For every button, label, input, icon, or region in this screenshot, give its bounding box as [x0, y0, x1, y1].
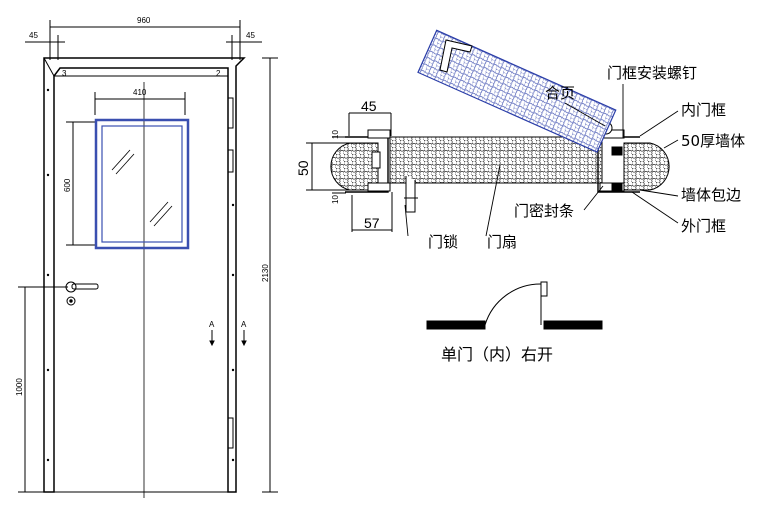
gap-left-label: 3 [62, 69, 67, 78]
label-wall-edging: 墙体包边 [681, 186, 741, 204]
frame-left-label: 45 [29, 31, 38, 40]
frame-right-label: 45 [246, 31, 255, 40]
section-marker-right: A [241, 320, 247, 329]
gap-right-label: 2 [216, 69, 221, 78]
elevation-dimensions: 960 45 45 3 2 410 600 2130 1000 A A [15, 16, 270, 396]
overall-height-label: 2130 [261, 264, 270, 282]
dim-10-bottom-label: 10 [331, 195, 340, 204]
label-leaf: 门扇 [487, 233, 517, 251]
door-section [306, 29, 679, 237]
door-handle-rose [65, 281, 77, 293]
section-labels: 合页 门框安装螺钉 内门框 50厚墙体 墙体包边 外门框 门密封条 门锁 门扇 [428, 64, 745, 251]
label-seal: 门密封条 [514, 202, 574, 220]
wall-right [623, 142, 670, 191]
wall-segment-right [543, 320, 603, 330]
label-outer-frame: 外门框 [681, 217, 726, 235]
overall-width-label: 960 [137, 16, 151, 25]
window-width-label: 410 [133, 88, 147, 97]
label-inner-frame: 内门框 [681, 101, 726, 119]
label-lock: 门锁 [428, 233, 458, 251]
keyhole-icon [66, 296, 76, 306]
dim-45-label: 45 [361, 98, 377, 114]
dim-50-label: 50 [295, 160, 311, 176]
section-dimensions: 45 10 50 10 57 [295, 98, 380, 231]
door-elevation [18, 20, 278, 498]
label-hinge: 合页 [545, 84, 575, 102]
plan-caption: 单门（内）右开 [441, 345, 553, 364]
swing-arc [484, 283, 542, 326]
label-frame-screw: 门框安装螺钉 [607, 64, 697, 82]
lock-handle [405, 176, 416, 213]
hinge-bottom [227, 417, 234, 449]
hinge-top [227, 97, 234, 129]
hinge-mid [227, 149, 234, 173]
door-handle [71, 283, 99, 290]
frame-left-section [345, 136, 389, 193]
door-leaf-open [417, 29, 617, 153]
vision-window [94, 118, 190, 250]
handle-height-label: 1000 [15, 378, 24, 396]
wall-segment-left [426, 320, 486, 330]
door-leaf-section [389, 136, 603, 184]
door-leaf [53, 75, 229, 493]
dim-57-label: 57 [364, 215, 380, 231]
window-height-label: 600 [63, 178, 72, 192]
swing-plan-symbol [426, 281, 603, 330]
dim-10-top-label: 10 [331, 130, 340, 139]
section-marker-left: A [209, 320, 215, 329]
label-wall: 50厚墙体 [681, 132, 745, 150]
lever-handle [439, 39, 473, 73]
